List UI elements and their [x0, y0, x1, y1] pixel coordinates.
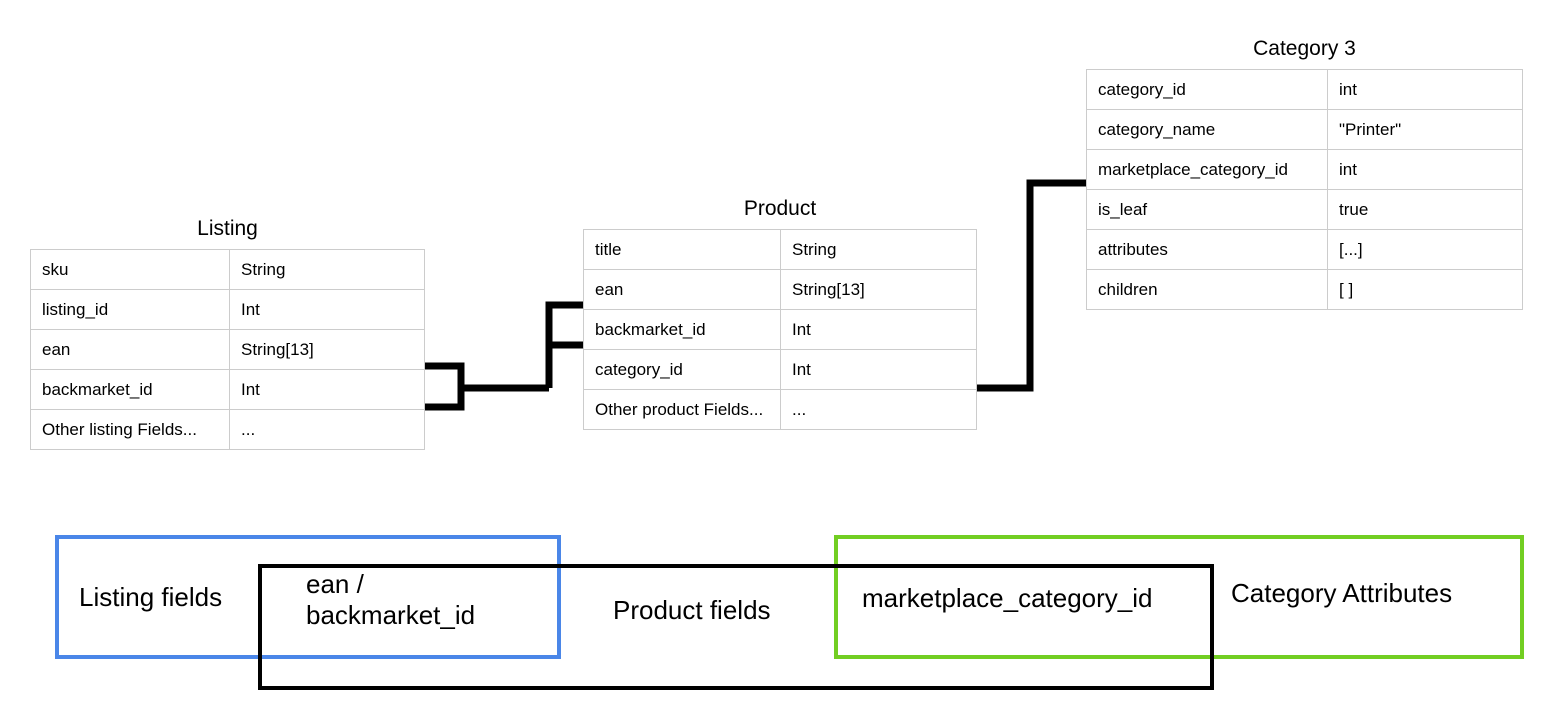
entity-product-table: title String ean String[13] backmarket_i… [583, 228, 977, 431]
table-row: ean String[13] [583, 269, 977, 311]
table-row: backmarket_id Int [583, 309, 977, 351]
field-type: "Printer" [1327, 109, 1523, 151]
table-row: is_leaf true [1086, 189, 1523, 231]
table-row: backmarket_id Int [30, 369, 425, 411]
table-row: category_id int [1086, 68, 1523, 111]
field-type: ... [780, 389, 977, 431]
entity-product: Product title String ean String[13] back… [583, 197, 977, 431]
field-name: category_id [583, 349, 781, 391]
field-type: int [1327, 149, 1523, 191]
field-name: ean [30, 329, 230, 371]
field-name: category_name [1086, 109, 1328, 151]
field-type: ... [229, 409, 425, 451]
connector-listing-to-product [425, 301, 583, 411]
field-name: backmarket_id [30, 369, 230, 411]
table-row: ean String[13] [30, 329, 425, 371]
field-name: ean [583, 269, 781, 311]
listing-fields-label: Listing fields [79, 582, 223, 612]
table-row: sku String [30, 248, 425, 291]
field-type: String[13] [780, 269, 977, 311]
field-name: marketplace_category_id [1086, 149, 1328, 191]
field-name: listing_id [30, 289, 230, 331]
table-row: listing_id Int [30, 289, 425, 331]
marketplace-category-id-label: marketplace_category_id [862, 583, 1153, 613]
product-fields-label: Product fields [613, 595, 771, 625]
field-type: true [1327, 189, 1523, 231]
field-type: [...] [1327, 229, 1523, 271]
entity-product-title: Product [743, 197, 817, 220]
entity-listing-title: Listing [197, 217, 258, 240]
field-type: Int [229, 369, 425, 411]
field-type: Int [780, 309, 977, 351]
entity-listing: Listing sku String listing_id Int ean St… [30, 217, 425, 451]
entity-category-3-title: Category 3 [1253, 37, 1356, 60]
field-name: backmarket_id [583, 309, 781, 351]
category-attributes-label: Category Attributes [1231, 578, 1453, 608]
field-name: category_id [1086, 68, 1328, 111]
field-type: String [780, 228, 977, 271]
field-type: String [229, 248, 425, 291]
entity-category-3: Category 3 category_id int category_name… [1086, 37, 1523, 311]
table-row: attributes [...] [1086, 229, 1523, 271]
table-row: title String [583, 228, 977, 271]
table-row: category_id Int [583, 349, 977, 391]
table-row: Other product Fields... ... [583, 389, 977, 431]
field-name: sku [30, 248, 230, 291]
connector-product-to-category [977, 179, 1086, 392]
table-row: Other listing Fields... ... [30, 409, 425, 451]
field-name: attributes [1086, 229, 1328, 271]
field-name: Other product Fields... [583, 389, 781, 431]
field-type: Int [229, 289, 425, 331]
entity-listing-table: sku String listing_id Int ean String[13]… [30, 248, 425, 451]
field-type: Int [780, 349, 977, 391]
field-type: int [1327, 68, 1523, 111]
entity-category-3-table: category_id int category_name "Printer" … [1086, 68, 1523, 311]
field-name: title [583, 228, 781, 271]
field-type: [ ] [1327, 269, 1523, 311]
field-name: children [1086, 269, 1328, 311]
table-row: category_name "Printer" [1086, 109, 1523, 151]
table-row: children [ ] [1086, 269, 1523, 311]
table-row: marketplace_category_id int [1086, 149, 1523, 191]
category-attributes-box [834, 535, 1524, 659]
shared-fields-box [258, 564, 1214, 690]
field-name: Other listing Fields... [30, 409, 230, 451]
field-name: is_leaf [1086, 189, 1328, 231]
field-type: String[13] [229, 329, 425, 371]
ean-backmarket-id-label: ean / backmarket_id [306, 569, 476, 630]
listing-fields-box [55, 535, 561, 659]
